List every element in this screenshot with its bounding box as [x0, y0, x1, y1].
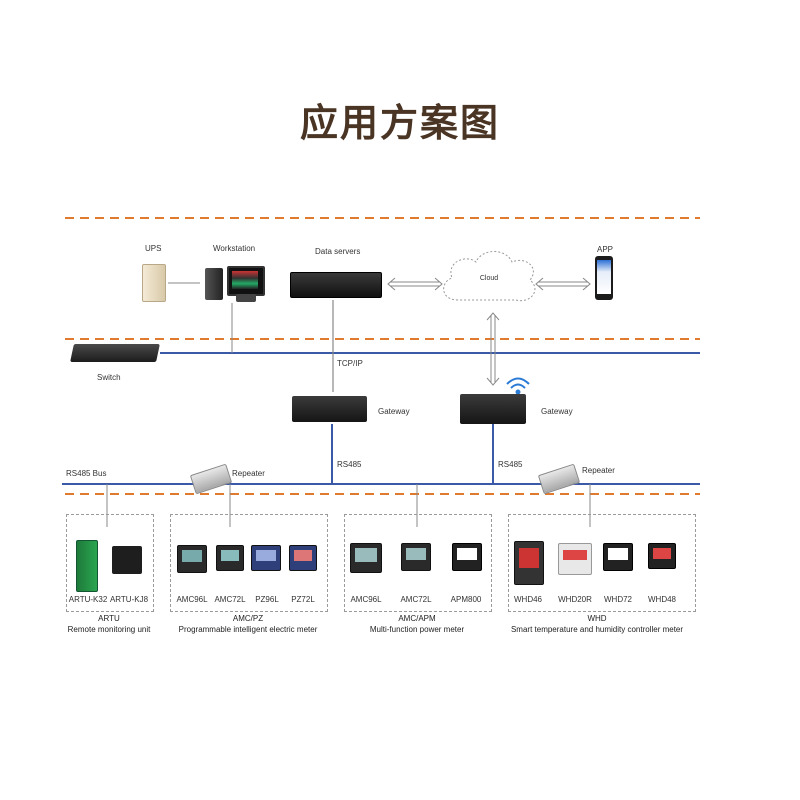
- device-label: AMC72L: [214, 595, 246, 604]
- device-label: WHD20R: [558, 595, 592, 604]
- device-label: WHD46: [513, 595, 543, 604]
- workstation-monitor: [227, 266, 265, 296]
- group-caption-code: AMC/PZ: [232, 614, 264, 623]
- group-box-artu: [66, 514, 154, 612]
- pz72l-device: [289, 545, 317, 571]
- device-label: WHD72: [603, 595, 633, 604]
- device-label: ARTU-KJ8: [109, 595, 149, 604]
- group-caption-amc-pz: AMC/PZ Programmable intelligent electric…: [179, 613, 318, 635]
- group-box-amc-apm: [344, 514, 492, 612]
- device-label: PZ72L: [291, 595, 315, 604]
- amc72l-device: [216, 545, 244, 571]
- page-title: 应用方案图: [299, 101, 500, 145]
- keyboard: [236, 294, 256, 302]
- device-label: AMC96L: [176, 595, 208, 604]
- group-caption-desc: Multi-function power meter: [369, 625, 465, 634]
- cloud-shape: [443, 251, 536, 302]
- device-label: ARTU-K32: [68, 595, 108, 604]
- cloud-label: Cloud: [479, 275, 499, 282]
- workstation-label: Workstation: [213, 244, 256, 253]
- repeater-left-label: Repeater: [232, 469, 265, 478]
- group-caption-desc: Smart temperature and humidity controlle…: [510, 625, 684, 634]
- group-box-whd: [508, 514, 696, 612]
- rs485-right-label: RS485: [498, 460, 523, 469]
- gateway-right-label: Gateway: [541, 407, 573, 416]
- app-phone: [595, 256, 613, 300]
- wifi-icon: [506, 377, 530, 395]
- whd46-device: [514, 541, 544, 585]
- device-label: AMC96L: [350, 595, 382, 604]
- gateway-left-device: [292, 396, 367, 422]
- device-label: WHD48: [647, 595, 677, 604]
- switch-label: Switch: [97, 373, 121, 382]
- artu-kj8-device: [112, 546, 142, 574]
- whd48-device: [648, 543, 676, 569]
- gateway-left-label: Gateway: [378, 407, 410, 416]
- tcpip-label: TCP/IP: [337, 359, 363, 368]
- group-caption-code: AMC/APM: [398, 614, 436, 623]
- group-caption-code: WHD: [587, 614, 607, 623]
- ups-label: UPS: [145, 244, 162, 253]
- artu-k32-device: [76, 540, 98, 592]
- whd72-device: [603, 543, 633, 571]
- amc96l-device: [177, 545, 207, 573]
- group-caption-code: ARTU: [98, 614, 120, 623]
- group-caption-desc: Programmable intelligent electric meter: [178, 625, 318, 634]
- device-label: PZ96L: [255, 595, 279, 604]
- whd20r-device: [558, 543, 592, 575]
- rs485-bus-label: RS485 Bus: [66, 469, 107, 478]
- workstation-tower: [205, 268, 223, 300]
- amc72l-device: [401, 543, 431, 571]
- group-caption-whd: WHD Smart temperature and humidity contr…: [511, 613, 683, 635]
- group-box-amc-pz: [170, 514, 328, 612]
- group-caption-artu: ARTU Remote monitoring unit: [68, 613, 151, 635]
- repeater-right-label: Repeater: [582, 466, 615, 475]
- amc96l-device: [350, 543, 382, 573]
- device-label: APM800: [450, 595, 482, 604]
- rs485-left-label: RS485: [337, 460, 362, 469]
- ups-device: [142, 264, 166, 302]
- network-switch: [70, 344, 160, 362]
- data-servers-label: Data servers: [315, 247, 361, 256]
- pz96l-device: [251, 545, 281, 571]
- apm800-device: [452, 543, 482, 571]
- server-rack: [290, 272, 382, 298]
- group-caption-amc-apm: AMC/APM Multi-function power meter: [370, 613, 464, 635]
- group-caption-desc: Remote monitoring unit: [67, 625, 151, 634]
- gateway-right-device: [460, 394, 526, 424]
- app-label: APP: [597, 245, 614, 254]
- device-label: AMC72L: [400, 595, 432, 604]
